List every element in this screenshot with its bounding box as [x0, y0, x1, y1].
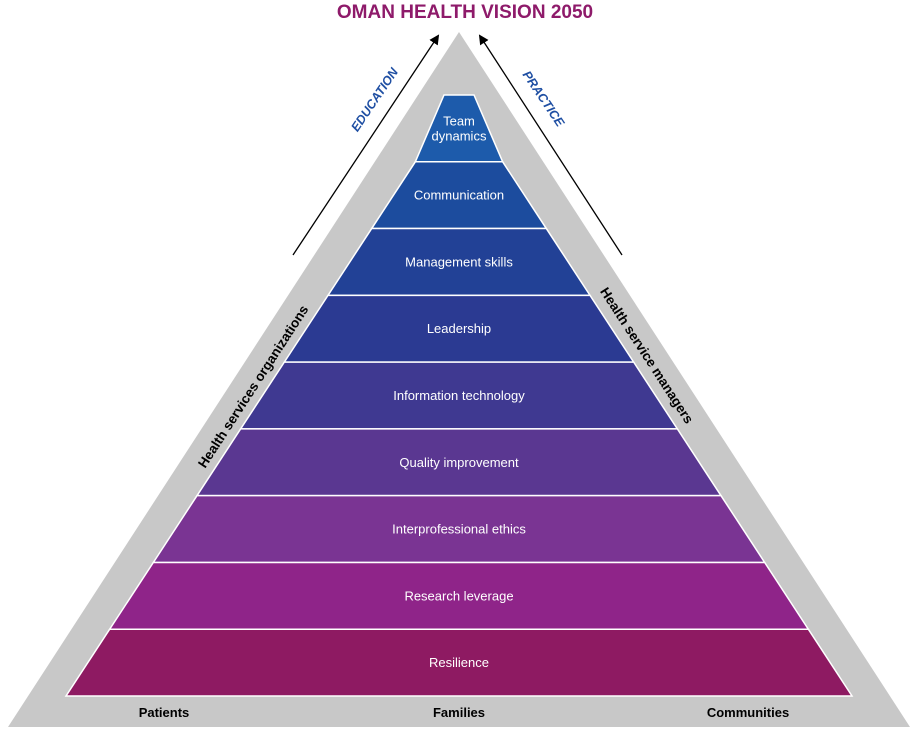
tier-label: Research leverage [404, 588, 513, 603]
tier-label: Leadership [427, 321, 491, 336]
practice-arrow [478, 34, 623, 256]
practice-label: PRACTICE [520, 68, 568, 129]
tier-label: Quality improvement [399, 455, 519, 470]
tier-label: Interprofessional ethics [392, 522, 526, 537]
base-label-patients: Patients [139, 705, 190, 720]
tier-9 [64, 628, 854, 697]
diagram-title: OMAN HEALTH VISION 2050 [337, 2, 593, 23]
tier-label: Information technology [393, 388, 525, 403]
education-arrow [292, 34, 440, 256]
tier-label: Team [443, 113, 475, 128]
tier-label: dynamics [432, 128, 487, 143]
base-label-communities: Communities [707, 705, 789, 720]
base-label-families: Families [433, 705, 485, 720]
tier-label: Communication [414, 188, 504, 203]
tier-label: Resilience [429, 655, 489, 670]
tier-label: Management skills [405, 254, 513, 269]
education-label: EDUCATION [348, 65, 401, 134]
